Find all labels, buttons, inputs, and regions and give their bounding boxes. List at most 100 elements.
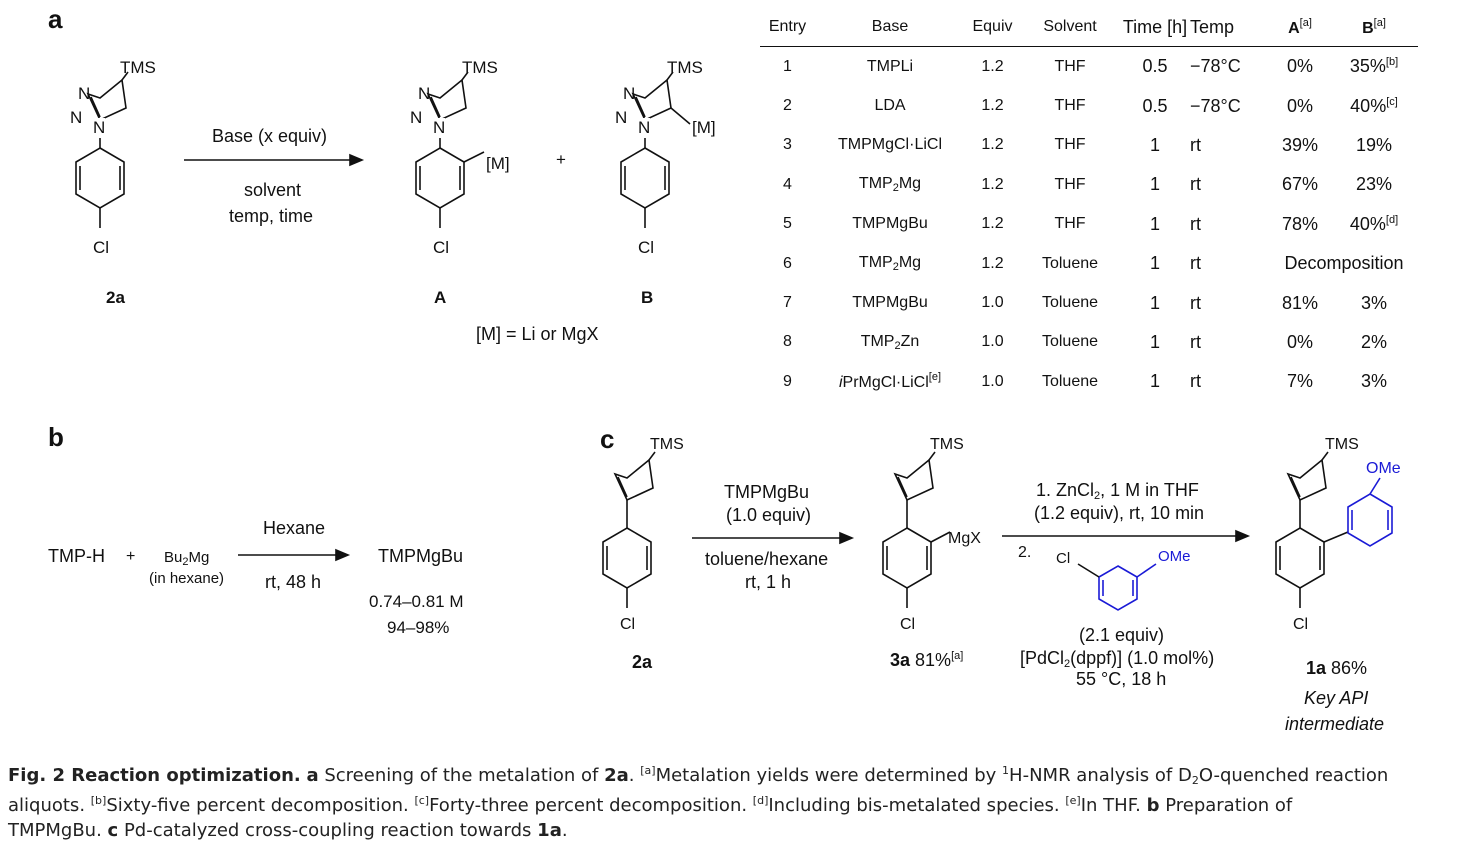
- B-value: 19%: [1355, 134, 1393, 155]
- base-pre: TMP: [858, 175, 893, 193]
- mgx-label-3a: MgX: [948, 530, 981, 547]
- arrow-b-solvent: Hexane: [263, 518, 326, 538]
- base-pre: TMP: [860, 332, 895, 350]
- caption-a-compound: 2a: [604, 765, 629, 786]
- base-name: TMPLi: [866, 57, 914, 75]
- plus-sign-a: +: [556, 150, 566, 169]
- caption-d2o-sub: 2: [1191, 774, 1199, 787]
- tms-label-2a-c: TMS: [650, 436, 684, 453]
- cell-A: 0%: [1286, 95, 1313, 116]
- yield-1a: 86%: [1326, 658, 1368, 678]
- caption-c-text: Pd-catalyzed cross-coupling reaction tow…: [118, 820, 538, 841]
- cell-base: TMPLi: [815, 47, 965, 87]
- reagent-equiv: (2.1 equiv): [1079, 625, 1165, 645]
- cell-temp: rt: [1190, 331, 1201, 352]
- step1-solvent: toluene/hexane: [705, 549, 829, 569]
- ome-label-reagent: OMe: [1158, 548, 1191, 565]
- cell-equiv: 1.2: [981, 57, 1004, 75]
- caption-a-text: Screening of the metalation of: [318, 765, 605, 786]
- compound-1a-yield: 1a 86%: [1306, 658, 1367, 679]
- caption-nmr-sup: 1: [1002, 764, 1010, 777]
- table-header-row: Entry Base Equiv Solvent Time [h] Temp A…: [760, 8, 1418, 47]
- step2-line1: 1. ZnCl2, 1 M in THF: [1036, 480, 1199, 502]
- base-name: PrMgCl·LiCl: [842, 374, 929, 392]
- B-value: 2%: [1360, 331, 1387, 352]
- n-label-A-3: N: [433, 118, 446, 138]
- bu2mg-note: (in hexane): [149, 570, 225, 587]
- header-B: B[a]: [1330, 8, 1418, 47]
- n-label-B-3: N: [638, 118, 651, 138]
- cell-AB: Decomposition: [1284, 253, 1404, 274]
- caption-c-compound: 1a: [537, 820, 562, 841]
- caption-footnote-d: [d]: [752, 794, 769, 807]
- bu2mg-reagent: Bu2Mg: [164, 549, 209, 568]
- compound-A-label: A: [434, 288, 447, 307]
- step2-number: 2.: [1018, 544, 1032, 561]
- reaction-arrow-b: [238, 548, 351, 562]
- compound-1a-label: 1a: [1306, 658, 1327, 678]
- header-A: A[a]: [1270, 8, 1330, 47]
- cell-base: iPrMgCl·LiCl[e]: [815, 362, 965, 401]
- cell-entry: 8: [783, 333, 792, 351]
- compound-2a-label: 2a: [106, 288, 125, 307]
- step2-line2: (1.2 equiv), rt, 10 min: [1034, 503, 1205, 523]
- arrow-a-conditions: temp, time: [229, 206, 314, 226]
- base-footnote: [e]: [928, 371, 942, 384]
- cell-equiv: 1.2: [981, 215, 1004, 233]
- cell-solvent: Toluene: [1041, 333, 1099, 351]
- cell-A: 7%: [1286, 371, 1313, 392]
- cell-solvent: THF: [1054, 97, 1086, 115]
- bu2mg-post: Mg: [188, 549, 210, 566]
- cell-time: 1: [1149, 174, 1160, 195]
- cell-entry: 5: [783, 215, 792, 233]
- cell-solvent: Toluene: [1041, 372, 1099, 390]
- cell-time: 1: [1149, 331, 1160, 352]
- cell-temp: rt: [1190, 213, 1201, 234]
- cell-temp: rt: [1190, 134, 1201, 155]
- caption-line-2: aliquots. [b]Sixty-five percent decompos…: [8, 786, 1292, 821]
- catalyst: [PdCl2(dppf)] (1.0 mol%): [1020, 648, 1214, 670]
- caption-fig-label: Fig. 2 Reaction optimization.: [8, 765, 301, 786]
- catalyst-pre: [PdCl: [1020, 648, 1065, 668]
- step1-reagent: TMPMgBu: [724, 482, 810, 502]
- compound-2a-c-label: 2a: [632, 652, 653, 672]
- cell-B: 35%[b]: [1330, 47, 1418, 87]
- caption-a-label: a: [306, 765, 319, 786]
- base-name: TMPMgBu: [852, 294, 928, 312]
- caption-line-3: TMPMgBu. c Pd-catalyzed cross-coupling r…: [8, 816, 568, 846]
- structure-2a: [75, 71, 129, 228]
- n-label-A-2: N: [410, 108, 423, 127]
- yield-3a: 81%: [910, 650, 952, 670]
- cl-label-A: Cl: [433, 238, 450, 257]
- n-label-2a-3: N: [93, 118, 106, 138]
- caption-d2o-text: O-quenched reaction: [1198, 765, 1389, 786]
- cell-solvent: THF: [1054, 57, 1086, 75]
- cell-A: 81%: [1281, 292, 1319, 313]
- caption-c-label: c: [107, 820, 119, 841]
- n-label-2a-2: N: [70, 108, 83, 127]
- caption-a-text2: .: [628, 765, 641, 786]
- caption-footnote-b-text: Sixty-five percent decomposition.: [106, 795, 415, 816]
- cell-entry: 6: [783, 254, 792, 272]
- cell-B: 40%[c]: [1330, 86, 1418, 125]
- structure-A: [415, 71, 485, 228]
- structure-pyrimidine-reagent: [1077, 563, 1157, 611]
- cell-time: 1: [1149, 253, 1160, 274]
- base-pre: TMP: [858, 254, 893, 272]
- header-base: Base: [871, 18, 909, 35]
- cell-entry: 9: [783, 372, 792, 390]
- yield-3a-footnote: [a]: [951, 650, 964, 662]
- n-label-2a-1: N: [78, 84, 91, 103]
- base-post: Mg: [898, 175, 922, 193]
- caption-line2-start: aliquots.: [8, 795, 91, 816]
- panel-label-a: a: [48, 4, 63, 34]
- cell-time: 0.5: [1142, 56, 1168, 77]
- step2-line1-sub: 2: [1094, 490, 1101, 502]
- base-italic: i: [838, 374, 843, 392]
- base-sub: 2: [894, 339, 901, 352]
